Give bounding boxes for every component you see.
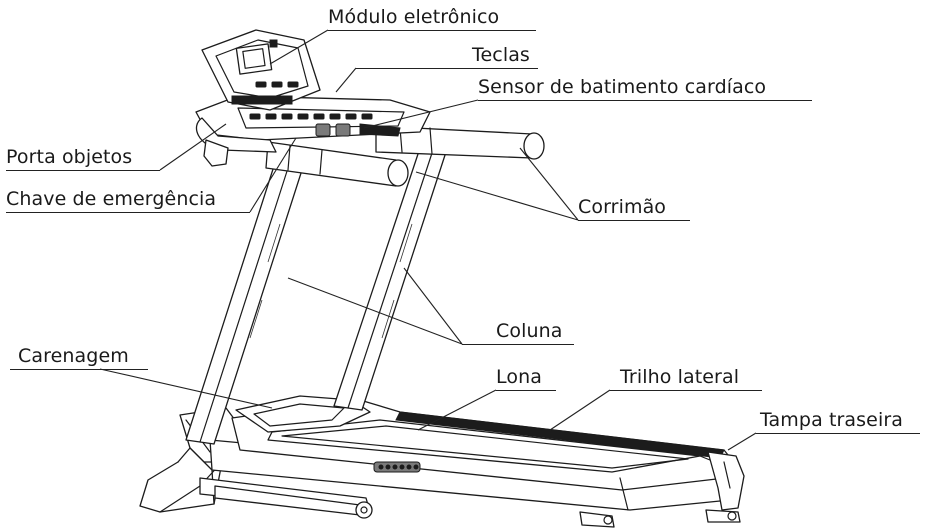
- label-coluna: Coluna: [496, 320, 563, 342]
- label-trilho-lateral: Trilho lateral: [620, 366, 740, 388]
- underline-coluna: [462, 344, 574, 345]
- console-module: [201, 29, 321, 111]
- underline-lona: [496, 390, 556, 391]
- label-corrimao: Corrimão: [578, 196, 667, 218]
- base-frame: [199, 477, 741, 528]
- deck: [209, 399, 745, 511]
- leader-lines: [99, 29, 757, 451]
- underline-chave: [6, 212, 250, 213]
- label-teclas: Teclas: [472, 44, 530, 66]
- underline-sensor: [478, 100, 812, 101]
- label-modulo-eletronico: Módulo eletrônico: [328, 6, 500, 28]
- underline-modulo: [328, 30, 536, 31]
- label-sensor-batimento: Sensor de batimento cardíaco: [478, 76, 767, 98]
- underline-tampa: [756, 433, 920, 434]
- label-carenagem: Carenagem: [18, 345, 129, 367]
- underline-trilho: [610, 390, 762, 391]
- right-handrail: [375, 125, 545, 160]
- left-handrail: [265, 141, 409, 187]
- underline-corrimao: [578, 220, 690, 221]
- label-porta-objetos: Porta objetos: [6, 146, 133, 168]
- right-column: [333, 147, 447, 411]
- underline-teclas: [356, 68, 538, 69]
- label-lona: Lona: [496, 366, 542, 388]
- label-chave-emergencia: Chave de emergência: [6, 188, 217, 210]
- label-tampa-traseira: Tampa traseira: [760, 409, 903, 431]
- underline-porta: [6, 170, 160, 171]
- underline-carenagem: [10, 369, 148, 370]
